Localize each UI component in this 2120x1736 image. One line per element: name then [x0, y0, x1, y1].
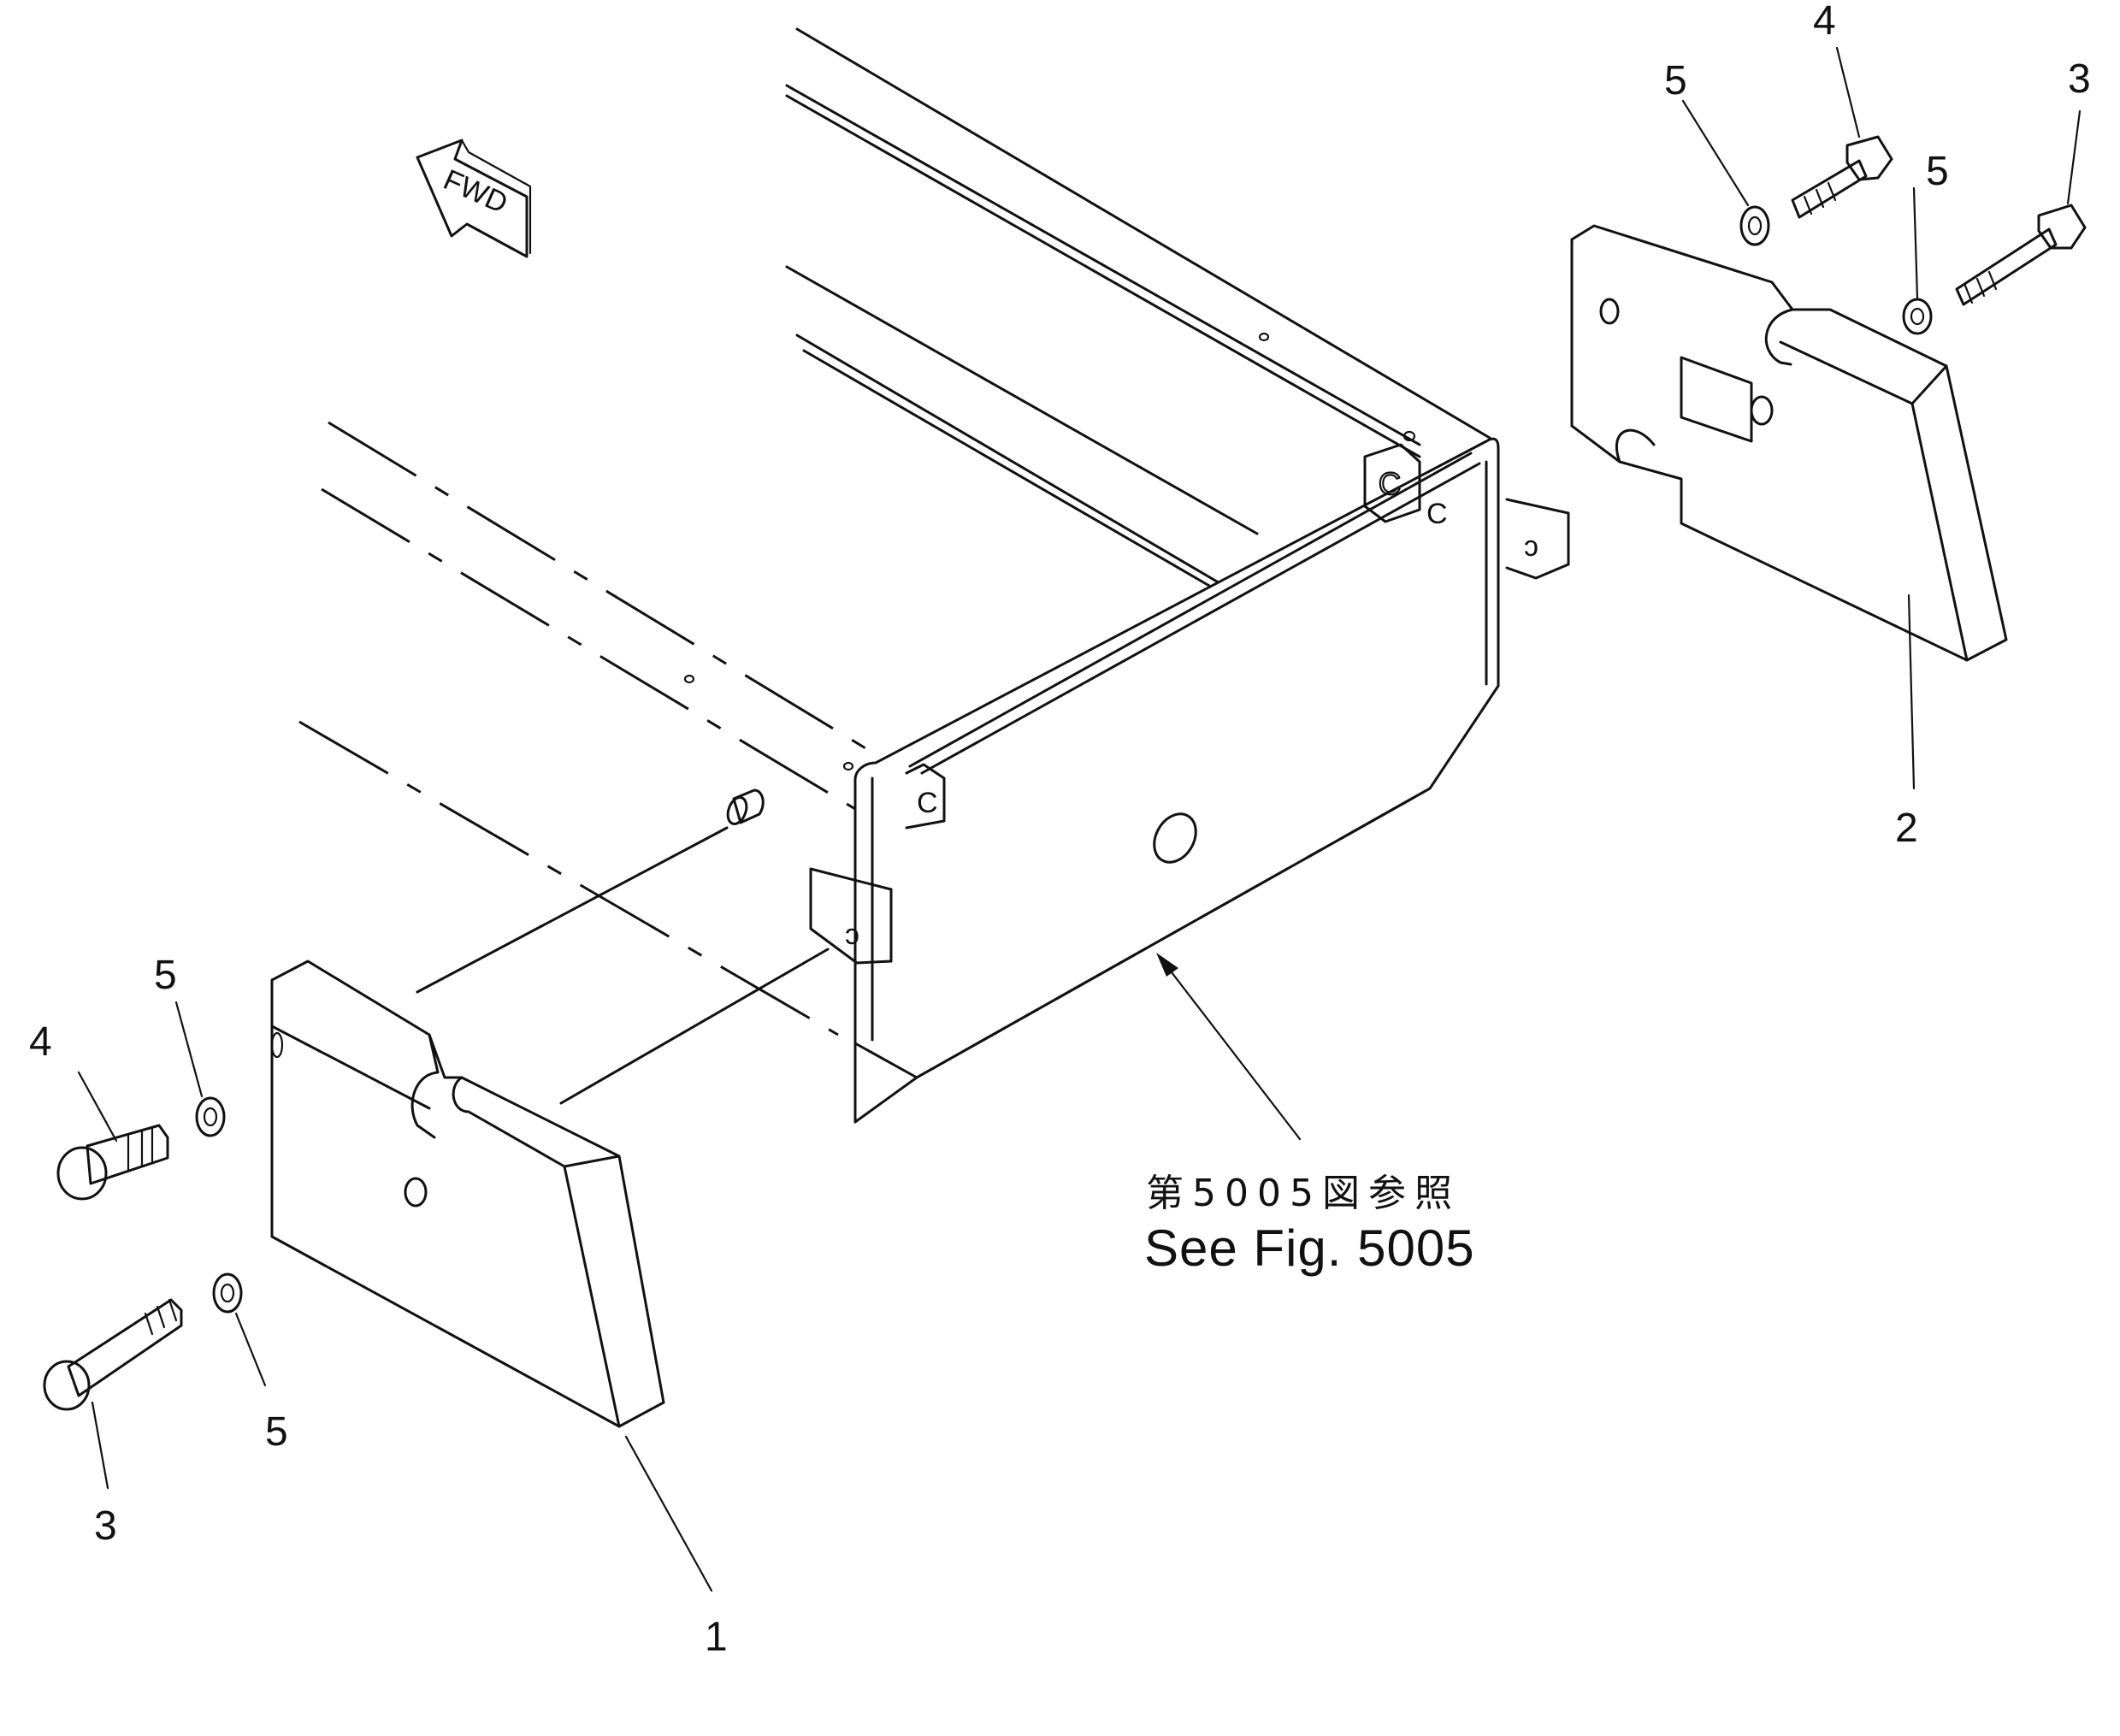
washer-icon — [212, 1272, 243, 1314]
callout-left-short-bolt: 4 — [29, 1019, 52, 1065]
washer-icon — [1902, 298, 1933, 335]
callout-left-long-bolt: 3 — [94, 1503, 117, 1549]
callout-left-weight: 1 — [705, 1615, 728, 1660]
washer-icon — [1739, 205, 1770, 246]
callout-right-left-washer: 5 — [1664, 58, 1687, 103]
hex-bolt-icon — [1955, 204, 2087, 306]
svg-text:C: C — [1426, 498, 1448, 530]
reference-english: See Fig. 5005 — [1144, 1219, 1475, 1277]
washer-icon — [195, 1096, 226, 1137]
svg-text:ↄ: ↄ — [1524, 530, 1538, 563]
svg-text:ↄ: ↄ — [845, 918, 859, 951]
hex-bolt-icon — [43, 1298, 183, 1411]
callout-left-upper-washer: 5 — [154, 953, 177, 998]
frame-icon: C C ↄ C ↄ — [298, 27, 1570, 1124]
counterweight-icon — [270, 826, 830, 1428]
reference-japanese: 第5005図参照 — [1146, 1172, 1461, 1215]
svg-text:C: C — [1379, 466, 1401, 501]
counterweight-icon — [1570, 224, 2008, 662]
callout-right-right-washer: 5 — [1926, 149, 1949, 194]
fwd-arrow-icon: FWD — [416, 139, 532, 258]
hex-bolt-icon — [1791, 135, 1893, 219]
fwd-label: FWD — [439, 163, 512, 220]
callout-right-short-bolt: 4 — [1813, 0, 1836, 44]
callout-left-lower-washer: 5 — [265, 1409, 288, 1455]
hex-bolt-icon — [56, 1124, 169, 1201]
callout-right-weight: 2 — [1895, 806, 1918, 851]
callout-right-long-bolt: 3 — [2068, 56, 2091, 102]
leader-lines — [77, 46, 2082, 1592]
svg-text:C: C — [917, 787, 938, 819]
